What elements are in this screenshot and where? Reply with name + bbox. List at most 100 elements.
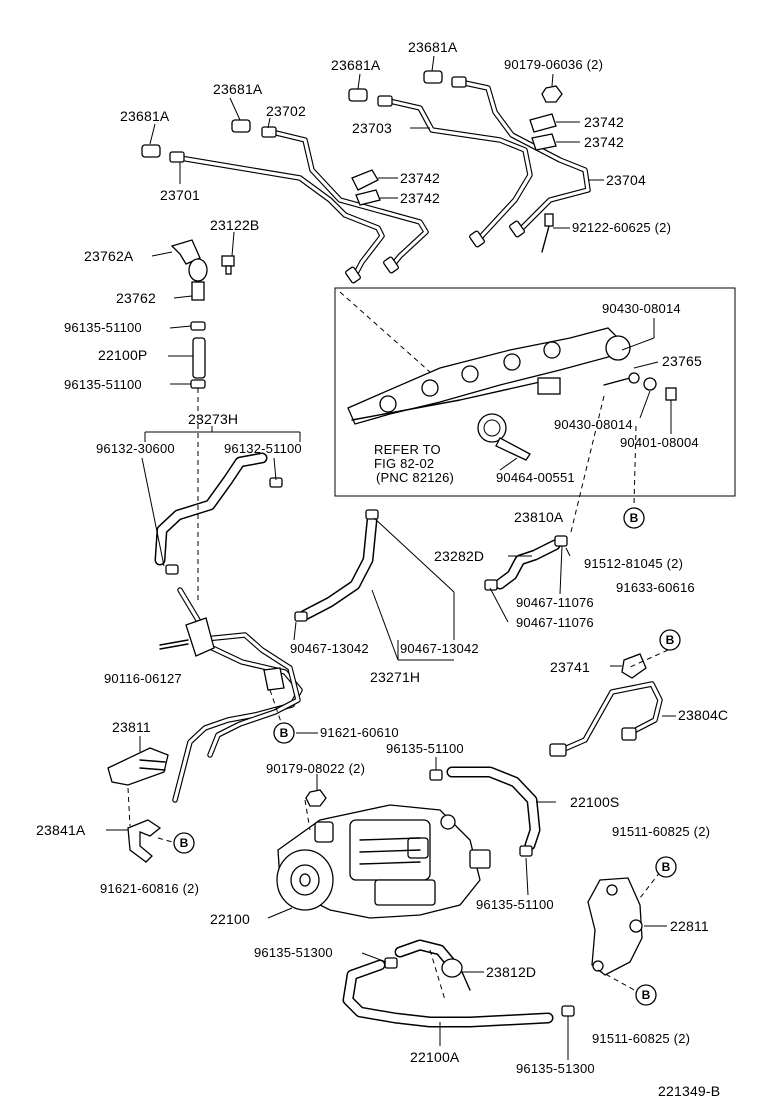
label-91512-81045: 91512-81045 (2)	[584, 556, 684, 571]
label-23273H: 23273H	[188, 411, 239, 427]
refer-box-frame	[334, 287, 736, 497]
injection-pipe-23701	[177, 155, 385, 278]
hose-23273H	[154, 452, 268, 566]
label-90467-11076-1: 90467-11076	[516, 595, 594, 610]
injection-pipe-23704	[457, 79, 591, 233]
label-23762A: 23762A	[84, 248, 134, 264]
supply-pump-22100	[276, 804, 491, 919]
clip-90467-13042-a	[365, 509, 379, 520]
svg-text:B: B	[642, 988, 651, 1002]
label-23812D: 23812D	[486, 964, 537, 980]
injection-pipe-23703	[382, 97, 533, 243]
label-90179-08022: 90179-08022 (2)	[266, 761, 366, 776]
label-23122B: 23122B	[210, 217, 260, 233]
bolt-92122-60625	[541, 213, 554, 253]
clip-96135-51100-c	[429, 769, 443, 781]
label-96132-51100: 96132-51100	[224, 441, 302, 456]
dashed-assembly-lines	[127, 291, 669, 1001]
refer-to-line1: REFER TO	[374, 442, 441, 457]
label-91633-60616: 91633-60616	[616, 580, 695, 595]
label-23702: 23702	[266, 103, 306, 119]
refer-to-line2: FIG 82-02	[374, 456, 435, 471]
label-23271H: 23271H	[370, 669, 421, 685]
clip-90467-11076-a	[554, 535, 568, 547]
svg-text:B: B	[180, 836, 189, 850]
bolt-23122B	[221, 255, 235, 275]
leader-lines	[106, 55, 676, 1060]
injection-pipe-23702	[269, 129, 429, 269]
hose-23271H	[299, 514, 378, 621]
callout-b-5: B	[655, 856, 677, 878]
label-23742-4: 23742	[584, 134, 624, 150]
label-22100: 22100	[210, 911, 250, 927]
stud-90116-06127	[159, 639, 189, 650]
clamp-90464-00551	[477, 413, 531, 461]
label-23681A-2: 23681A	[213, 81, 263, 97]
label-96135-51300-1: 96135-51300	[254, 945, 333, 960]
hose-23282D	[494, 539, 561, 590]
label-23741: 23741	[550, 659, 590, 675]
label-23762: 23762	[116, 290, 156, 306]
label-96135-51300-2: 96135-51300	[516, 1061, 595, 1076]
label-23811: 23811	[112, 719, 151, 735]
pipe-nuts	[141, 70, 525, 284]
label-90430-08014-2: 90430-08014	[554, 417, 633, 432]
pipe-23804C	[549, 681, 663, 757]
label-90464-00551: 90464-00551	[496, 470, 575, 485]
label-91621-60816: 91621-60816 (2)	[100, 881, 200, 896]
fuel-pipe-23811	[172, 587, 303, 803]
hose-22100P	[190, 321, 206, 389]
nut-90179-06036	[541, 85, 563, 103]
hose-23812D	[394, 939, 471, 991]
label-90467-11076-2: 90467-11076	[516, 615, 594, 630]
pipe-clamps-23742	[351, 113, 557, 206]
label-22100A: 22100A	[410, 1049, 460, 1065]
label-92122-60625: 92122-60625 (2)	[572, 220, 672, 235]
label-23681A-4: 23681A	[408, 39, 458, 55]
svg-text:B: B	[662, 860, 671, 874]
label-96135-51100-1: 96135-51100	[64, 320, 142, 335]
diagram-id: 221349-B	[658, 1083, 721, 1099]
label-90401-08004: 90401-08004	[620, 435, 699, 450]
label-90430-08014-1: 90430-08014	[602, 301, 681, 316]
union-23762	[188, 258, 208, 301]
hose-22100S	[446, 766, 541, 851]
clip-96135-51300-a	[384, 957, 398, 969]
svg-text:B: B	[630, 511, 639, 525]
nut-90179-08022	[305, 789, 327, 807]
label-91511-60825-1: 91511-60825 (2)	[612, 824, 711, 839]
label-23704: 23704	[606, 172, 646, 188]
svg-text:B: B	[280, 726, 289, 740]
bracket-23811	[107, 747, 169, 786]
label-23804C: 23804C	[678, 707, 729, 723]
callout-b-6: B	[635, 984, 657, 1006]
label-90179-06036: 90179-06036 (2)	[504, 57, 604, 72]
svg-text:B: B	[666, 633, 675, 647]
label-23701: 23701	[160, 187, 200, 203]
label-96135-51100-3: 96135-51100	[386, 741, 464, 756]
label-90467-13042-1: 90467-13042	[290, 641, 369, 656]
label-90116-06127: 90116-06127	[104, 671, 182, 686]
label-23742-1: 23742	[400, 170, 440, 186]
label-96135-51100-4: 96135-51100	[476, 897, 554, 912]
callout-b-2: B	[659, 629, 681, 651]
sensor-23765	[603, 372, 677, 401]
callout-b-4: B	[173, 832, 195, 854]
label-22100S: 22100S	[570, 794, 620, 810]
refer-to-line3: (PNC 82126)	[376, 470, 455, 485]
label-23841A: 23841A	[36, 822, 86, 838]
common-rail	[347, 327, 631, 425]
callout-b-3: B	[273, 722, 295, 744]
label-22100P: 22100P	[98, 347, 148, 363]
label-23742-3: 23742	[584, 114, 624, 130]
label-23810A: 23810A	[514, 509, 564, 525]
label-23681A-3: 23681A	[331, 57, 381, 73]
clip-96135-51300-b	[561, 1005, 575, 1017]
label-23282D: 23282D	[434, 548, 485, 564]
cover-23841A	[127, 819, 162, 863]
clip-90467-13042-b	[294, 611, 308, 622]
bracket-23741	[621, 653, 647, 679]
callout-b-1: B	[623, 507, 645, 529]
